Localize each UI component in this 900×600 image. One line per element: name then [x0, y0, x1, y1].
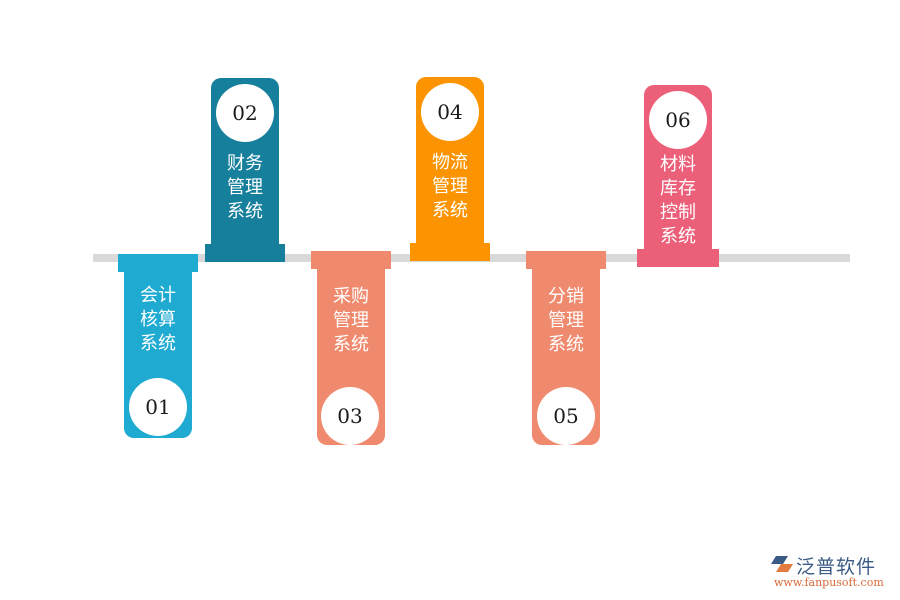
- card-label: 物流 管理 系统: [432, 152, 468, 221]
- card-cap: [410, 243, 490, 261]
- card-03: 采购 管理 系统 03: [311, 251, 391, 446]
- card-label: 会计 核算 系统: [140, 285, 176, 354]
- brand-logo: 泛普软件 www.fanpusoft.com: [768, 552, 893, 592]
- card-02: 02 财务 管理 系统: [205, 78, 285, 262]
- card-04: 04 物流 管理 系统: [410, 77, 490, 262]
- card-number: 01: [129, 378, 187, 436]
- brand-url: www.fanpusoft.com: [774, 576, 884, 589]
- card-label: 采购 管理 系统: [333, 286, 369, 355]
- card-number: 05: [537, 387, 595, 445]
- card-01: 会计 核算 系统 01: [118, 254, 198, 440]
- card-06: 06 材料 库存 控制 系统: [637, 85, 719, 268]
- card-cap: [311, 251, 391, 269]
- card-number: 02: [216, 84, 274, 142]
- card-number: 06: [649, 91, 707, 149]
- card-cap: [118, 254, 198, 272]
- card-05: 分销 管理 系统 05: [526, 251, 606, 446]
- card-number: 03: [321, 387, 379, 445]
- fanpu-logo-icon: [771, 556, 793, 572]
- brand-name: 泛普软件: [796, 556, 877, 578]
- card-number: 04: [421, 83, 479, 141]
- card-cap: [205, 244, 285, 262]
- card-label: 分销 管理 系统: [548, 286, 584, 355]
- card-label: 财务 管理 系统: [227, 153, 263, 222]
- card-label: 材料 库存 控制 系统: [660, 154, 696, 247]
- card-cap: [526, 251, 606, 269]
- card-cap: [637, 249, 719, 267]
